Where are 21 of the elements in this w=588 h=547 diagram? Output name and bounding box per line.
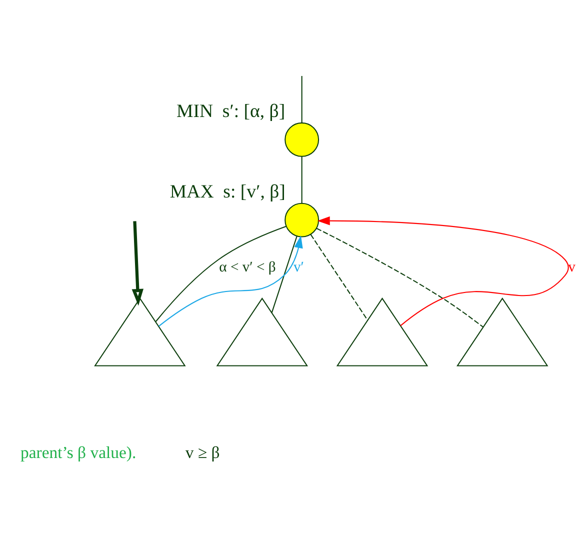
connector	[155, 225, 286, 322]
node-label: MIN s′: [α, β]	[176, 100, 286, 122]
node-triangle	[216, 296, 308, 366]
edge-label: v′	[293, 258, 304, 275]
node-circle	[284, 122, 320, 156]
edge-label: α < v′ < β	[219, 258, 276, 275]
arrow	[132, 220, 144, 306]
connector	[301, 75, 302, 122]
label: v ≥ β	[185, 442, 220, 462]
node-circle	[284, 202, 320, 237]
node-triangle	[94, 296, 186, 366]
connector	[271, 236, 298, 312]
arrow	[158, 234, 303, 326]
arrow	[317, 216, 569, 326]
label: parent’s β value).	[20, 442, 136, 462]
connector	[310, 234, 368, 320]
node-triangle	[336, 296, 428, 366]
node-label: MAX s: [v′, β]	[170, 181, 286, 202]
node-triangle	[456, 296, 548, 366]
connector	[316, 227, 484, 327]
connector	[301, 156, 302, 203]
